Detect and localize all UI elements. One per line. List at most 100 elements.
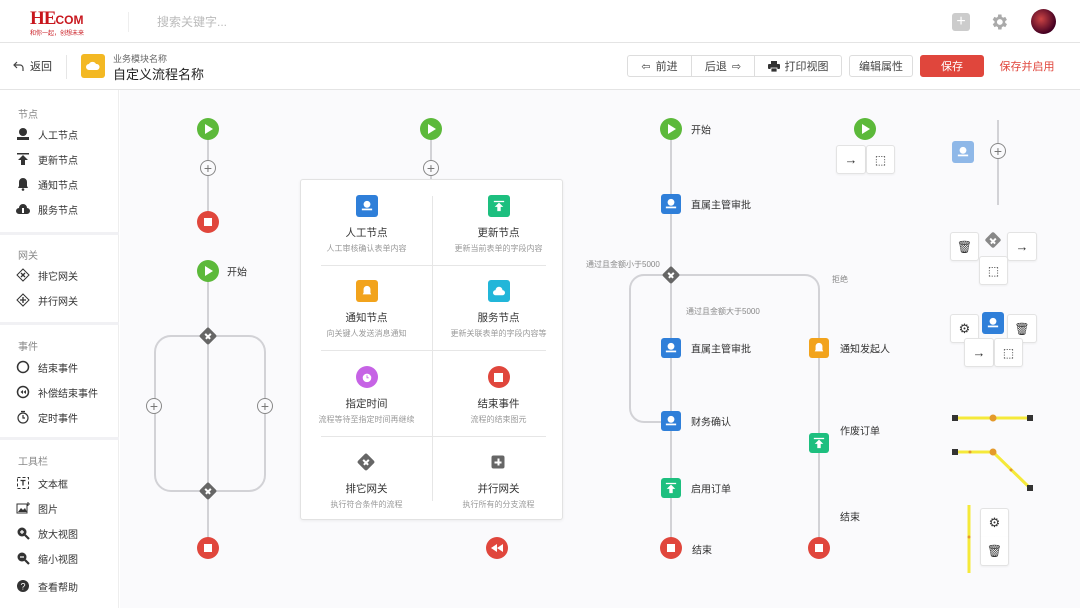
start-event[interactable] <box>197 118 219 140</box>
picker-exclusive-gateway[interactable]: 排它网关执行符合条件的流程 <box>301 451 432 510</box>
picker-end-event[interactable]: 结束事件流程的结束图元 <box>433 366 564 425</box>
section-title-toolbar: 工具栏 <box>18 457 48 468</box>
add-icon[interactable]: + <box>952 13 970 31</box>
picker-manual-node[interactable]: 人工节点人工审核确认表单内容 <box>301 195 432 254</box>
sidebar: 节点 人工节点 更新节点 通知节点 服务节点 网关 排它网关 并行网关 事件 结… <box>0 90 119 608</box>
stop-icon <box>667 544 675 552</box>
sidebar-item-image[interactable]: 图片 <box>16 500 58 516</box>
add-node-icon[interactable]: + <box>257 398 273 414</box>
compensation-end-event[interactable] <box>486 537 508 559</box>
sidebar-item-zoom-out[interactable]: 缩小视图 <box>16 550 78 566</box>
delete-button[interactable]: 🗑 <box>980 537 1009 566</box>
stop-icon <box>487 366 510 388</box>
search-input[interactable] <box>128 12 328 32</box>
divider <box>0 437 119 440</box>
parallel-gateway-icon <box>491 455 505 469</box>
divider <box>0 232 119 235</box>
resize-button[interactable]: ⬚ <box>994 338 1023 367</box>
bell-icon <box>355 280 378 302</box>
textbox-icon <box>17 477 29 489</box>
node-label: 开始 <box>691 125 711 137</box>
user-icon[interactable] <box>982 312 1004 334</box>
sidebar-item-textbox[interactable]: 文本框 <box>16 475 68 491</box>
zoom-out-icon <box>17 552 30 565</box>
parallel-gateway-icon <box>16 293 30 307</box>
user-icon[interactable] <box>661 194 681 214</box>
picker-service-node[interactable]: 服务节点更新关联表单的字段内容等 <box>433 280 564 339</box>
end-event[interactable] <box>808 537 830 559</box>
sidebar-item-timer-event[interactable]: 定时事件 <box>16 409 78 425</box>
save-enable-button[interactable]: 保存并启用 <box>994 55 1060 77</box>
sidebar-item-service-node[interactable]: 服务节点 <box>16 201 78 217</box>
user-icon[interactable] <box>661 338 681 358</box>
settings-button[interactable]: ⚙ <box>980 508 1009 537</box>
crop-icon: ⬚ <box>874 152 887 167</box>
cloud-icon <box>487 280 510 302</box>
add-node-icon[interactable]: + <box>423 160 439 176</box>
end-event[interactable] <box>660 537 682 559</box>
flow-canvas[interactable] <box>120 90 1080 608</box>
sidebar-item-update-node[interactable]: 更新节点 <box>16 151 78 167</box>
svg-text:?: ? <box>20 582 25 592</box>
edit-properties-button[interactable]: 编辑属性 <box>849 55 913 77</box>
section-title-events: 事件 <box>18 342 38 353</box>
end-event[interactable] <box>197 537 219 559</box>
arrow-right-icon: → <box>1015 239 1029 254</box>
start-event[interactable] <box>660 118 682 140</box>
connect-arrow-button[interactable]: → <box>1007 232 1037 261</box>
timer-icon <box>17 410 29 424</box>
sidebar-item-compensation-end-event[interactable]: 补偿结束事件 <box>16 384 98 400</box>
picker-timer[interactable]: 指定时间流程等待至指定时间再继续 <box>301 366 432 425</box>
divider <box>321 436 546 437</box>
save-button[interactable]: 保存 <box>920 55 984 77</box>
delete-button[interactable]: 🗑 <box>950 232 979 261</box>
user-icon[interactable] <box>952 141 974 163</box>
node-label: 作废订单 <box>840 426 880 438</box>
back-button[interactable]: 返回 <box>13 58 52 74</box>
picker-notify-node[interactable]: 通知节点向关键人发送消息通知 <box>301 280 432 339</box>
divider <box>0 322 119 325</box>
sidebar-item-zoom-in[interactable]: 放大视图 <box>16 525 78 541</box>
upload-icon[interactable] <box>661 478 681 498</box>
connect-arrow-button[interactable]: → <box>964 338 994 367</box>
trash-icon: 🗑 <box>986 544 1003 558</box>
rewind-circle-icon <box>16 385 30 399</box>
node-label: 启用订单 <box>691 484 731 496</box>
node-label: 结束 <box>692 545 712 557</box>
sidebar-item-exclusive-gateway[interactable]: 排它网关 <box>16 267 78 283</box>
picker-update-node[interactable]: 更新节点更新当前表单的字段内容 <box>433 195 564 254</box>
upload-icon[interactable] <box>809 433 829 453</box>
backward-button[interactable]: 后退⇨ <box>691 55 755 77</box>
condition-label: 通过且金额小于5000 <box>586 260 660 269</box>
start-event[interactable] <box>854 118 876 140</box>
picker-parallel-gateway[interactable]: 并行网关执行所有的分支流程 <box>433 451 564 510</box>
sidebar-item-help[interactable]: ?查看帮助 <box>16 578 78 594</box>
condition-label: 拒绝 <box>832 275 848 284</box>
node-label: 财务确认 <box>691 417 731 429</box>
resize-button[interactable]: ⬚ <box>866 145 895 174</box>
play-icon <box>862 124 870 134</box>
resize-button[interactable]: ⬚ <box>979 256 1008 285</box>
module-icon <box>81 54 105 78</box>
forward-button[interactable]: ⇦前进 <box>627 55 692 77</box>
add-node-icon[interactable]: + <box>990 143 1006 159</box>
end-event[interactable] <box>197 211 219 233</box>
sidebar-item-parallel-gateway[interactable]: 并行网关 <box>16 292 78 308</box>
user-icon[interactable] <box>661 411 681 431</box>
connect-arrow-button[interactable]: → <box>836 145 866 174</box>
gear-icon[interactable] <box>989 12 1009 32</box>
play-icon <box>668 124 676 134</box>
add-node-icon[interactable]: + <box>200 160 216 176</box>
sidebar-item-notify-node[interactable]: 通知节点 <box>16 176 78 192</box>
start-event[interactable] <box>197 260 219 282</box>
trash-icon: 🗑 <box>1014 321 1030 336</box>
print-view-button[interactable]: 打印视图 <box>754 55 842 77</box>
avatar[interactable] <box>1031 9 1056 34</box>
bell-icon[interactable] <box>809 338 829 358</box>
sidebar-item-manual-node[interactable]: 人工节点 <box>16 126 78 142</box>
add-node-icon[interactable]: + <box>146 398 162 414</box>
sidebar-item-end-event[interactable]: 结束事件 <box>16 359 78 375</box>
start-event[interactable] <box>420 118 442 140</box>
trash-icon: 🗑 <box>956 239 973 254</box>
timer-icon <box>355 366 378 388</box>
